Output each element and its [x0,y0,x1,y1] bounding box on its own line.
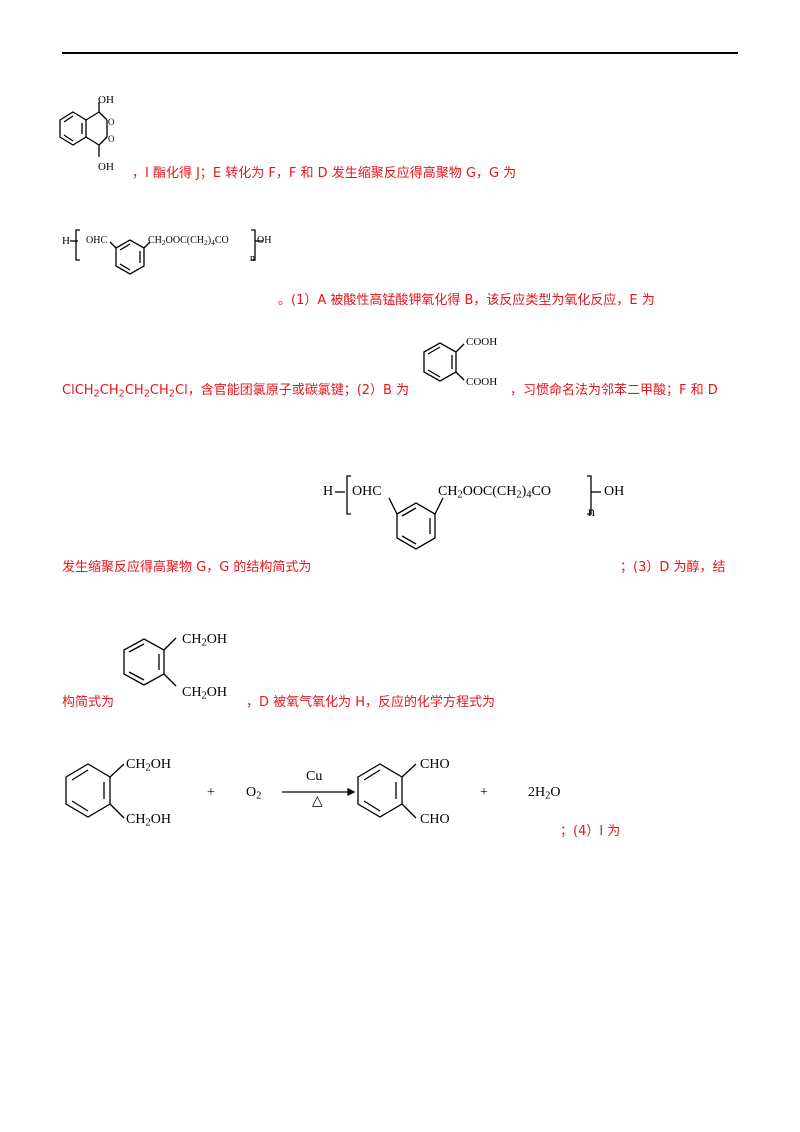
polymer-large-chain: CH2OOC(CH2)4CO [438,484,551,501]
reaction-arrow [282,787,356,797]
reactant-top: CH2OH [126,757,171,774]
text-line-5: 构简式为 [62,695,115,710]
plus-2: + [480,785,488,800]
structure-phthalic-acid [423,342,465,382]
structure-polymer-small [70,229,263,275]
polymer-large-h: H [323,484,334,499]
oh-top: OH [98,94,114,106]
header-rule [62,52,738,54]
oxygen: O2 [246,785,262,802]
text-line-4: 发生缩聚反应得高聚物 G，G 的结构简式为 [62,560,312,575]
water: 2H2O [528,785,561,802]
product-bottom: CHO [420,812,450,827]
oh-bottom: OH [98,161,114,173]
structure-diol-d [123,637,177,687]
catalyst-cu: Cu [306,769,323,784]
text-line-4-after: ；(3）D 为醇，结 [620,560,726,575]
plus-1: + [207,785,215,800]
text-line-6: ；(4）I 为 [560,824,621,839]
polymer-small-ohc: OHC [86,235,108,246]
text-line-1: ，I 酯化得 J；E 转化为 F，F 和 D 发生缩聚反应得高聚物 G，G 为 [132,166,517,181]
diol-d-bottom: CH2OH [182,685,227,702]
svg-text:O: O [108,117,115,127]
product-top: CHO [420,757,450,772]
polymer-small-oh: OH [257,235,272,246]
text-line-2: 。(1）A 被酸性高锰酸钾氧化得 B，该反应类型为氧化反应，E 为 [278,293,655,308]
text-line-5-after: ，D 被氧气氧化为 H，反应的化学方程式为 [246,695,496,710]
reactant-bottom: CH2OH [126,812,171,829]
phthalic-bottom: COOH [466,376,498,388]
heat-triangle: △ [312,794,323,809]
polymer-large-n: n [588,505,595,520]
structure-i-diol: O O [59,102,115,157]
svg-text:O: O [108,134,115,144]
equation-product [357,763,417,819]
text-line-3-after: ，习惯命名法为邻苯二甲酸；F 和 D [510,383,718,398]
polymer-large-oh: OH [604,484,625,499]
structure-polymer-large [335,475,601,550]
text-line-3: ClCH2CH2CH2CH2Cl，含官能团氯原子或碳氯键；(2）B 为 [62,383,410,400]
polymer-small-h: H [62,235,70,247]
polymer-large-ohc: OHC [352,484,382,499]
phthalic-top: COOH [466,336,498,348]
diol-d-top: CH2OH [182,632,227,649]
polymer-small-chain: CH2OOC(CH2)4CO [148,235,229,247]
equation-reactant [65,763,125,819]
polymer-small-n: n [250,253,255,264]
